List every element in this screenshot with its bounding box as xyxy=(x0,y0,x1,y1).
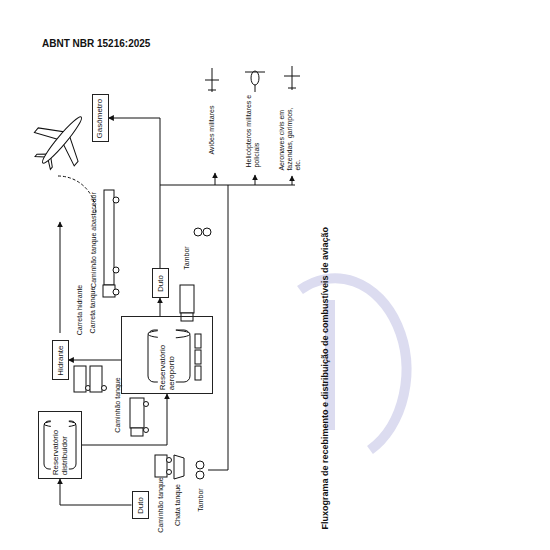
caption-holder: Fluxograma de recebimento e distribuição… xyxy=(320,227,330,530)
process-box: Gasômetro xyxy=(92,94,109,142)
tank-truck xyxy=(130,398,149,436)
flow-connector xyxy=(69,360,122,361)
figure-caption: Fluxograma de recebimento e distribuição… xyxy=(320,227,330,530)
feed-line xyxy=(60,222,61,333)
item-label: Caminhão tanque xyxy=(113,377,121,432)
rotated-text: Duto xyxy=(135,497,144,514)
label-holder: Tambor xyxy=(196,489,204,512)
supply-icons xyxy=(155,455,204,479)
aircraft-icons xyxy=(205,66,300,92)
item-label: Carreta tanque xyxy=(89,287,97,334)
item-label: Caminhão tanque xyxy=(156,477,164,532)
rotated-text: Reservatório aeroporto xyxy=(158,320,176,390)
flow-connector xyxy=(60,479,132,505)
label-holder: Helicópteros militares e policiais xyxy=(245,93,261,168)
refueler-truck xyxy=(103,190,119,297)
label-holder: Caminhão tanque xyxy=(113,378,121,433)
drums xyxy=(180,228,211,321)
item-label: Helicópteros militares e policiais xyxy=(245,93,261,168)
item-label: Tambor xyxy=(182,246,190,269)
item-label: Caminhão tanque abastecedor xyxy=(90,192,98,288)
header-text: ABNT NBR 15216:2025 xyxy=(42,38,150,49)
rotated-text: Hidrante xyxy=(56,345,65,375)
consumer-lines xyxy=(160,173,295,470)
label-holder: Caminhão tanque xyxy=(156,478,164,533)
hydrant-trucks xyxy=(74,366,107,392)
flow-connector xyxy=(160,298,161,316)
label-holder: Aeronaves civis em fazendas, garimpos, e… xyxy=(278,96,302,171)
rotated-text: Reservatório distribuidor xyxy=(51,415,69,475)
process-box: Duto xyxy=(152,268,169,298)
flow-connector xyxy=(109,118,161,268)
flow-connector xyxy=(82,394,167,445)
tank-box: Reservatório distribuidor xyxy=(38,411,82,479)
label-holder: Tambor xyxy=(182,247,190,270)
label-holder: Caminhão tanque abastecedor xyxy=(90,192,98,288)
label-holder: Chata tanque xyxy=(174,484,182,526)
rotated-text: Gasômetro xyxy=(95,98,104,138)
process-box: Duto xyxy=(132,491,149,519)
item-label: Tambor xyxy=(196,488,204,511)
process-box: Hidrante xyxy=(52,340,69,380)
item-label: Aviões militares xyxy=(208,106,216,155)
tank-box: Reservatório aeroporto xyxy=(121,316,213,394)
label-holder: Carreta tanque xyxy=(89,287,97,334)
item-label: Chata tanque xyxy=(174,484,182,526)
label-holder: Aviões militares xyxy=(208,106,216,155)
item-label: Aeronaves civis em fazendas, garimpos, e… xyxy=(278,96,302,171)
label-holder: Carreta hidrante xyxy=(76,285,84,336)
rotated-text: Duto xyxy=(155,275,164,292)
watermark xyxy=(300,278,406,450)
item-label: Carreta hidrante xyxy=(76,285,84,336)
airplane-figure xyxy=(23,100,101,179)
